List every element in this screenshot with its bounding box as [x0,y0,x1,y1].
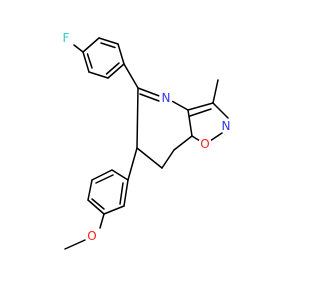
bond [173,135,193,151]
bond [191,135,201,142]
bond [111,169,129,181]
azepine-nitrogen-label: N [162,91,171,105]
bond [136,87,139,149]
bond [139,93,160,102]
bond [209,132,223,142]
bond [86,53,93,69]
bond [105,62,120,75]
bond [98,37,119,45]
bond [107,63,125,79]
bond [73,44,84,53]
methoxy-oxygen-label: O [87,229,96,243]
bond [87,179,93,201]
bonds [64,37,229,250]
bond [212,79,219,104]
bond [187,109,193,137]
bond [212,102,229,119]
bond [123,179,129,207]
bond [95,174,114,184]
atom-labels: F N N O O [59,31,233,243]
bond [103,205,125,215]
fluorine-label: F [63,31,70,45]
isoxazole-nitrogen-label: N [222,119,231,133]
chemical-structure-diagram: F N N O O [59,31,233,250]
bond [91,169,113,181]
bond [161,149,175,169]
bond [187,102,214,111]
bond [117,43,125,65]
bond [136,147,163,169]
bond [99,213,105,229]
bond [82,37,100,53]
bond [87,199,105,215]
bond [100,42,116,49]
bond [189,108,212,117]
bond [88,71,109,79]
bond [137,87,163,98]
bond [82,51,90,73]
bond [64,239,86,250]
bond [123,63,139,89]
bond [127,147,138,181]
bond [119,182,124,205]
isoxazole-oxygen-label: O [200,137,209,151]
bond [91,198,105,210]
bond [169,99,189,111]
